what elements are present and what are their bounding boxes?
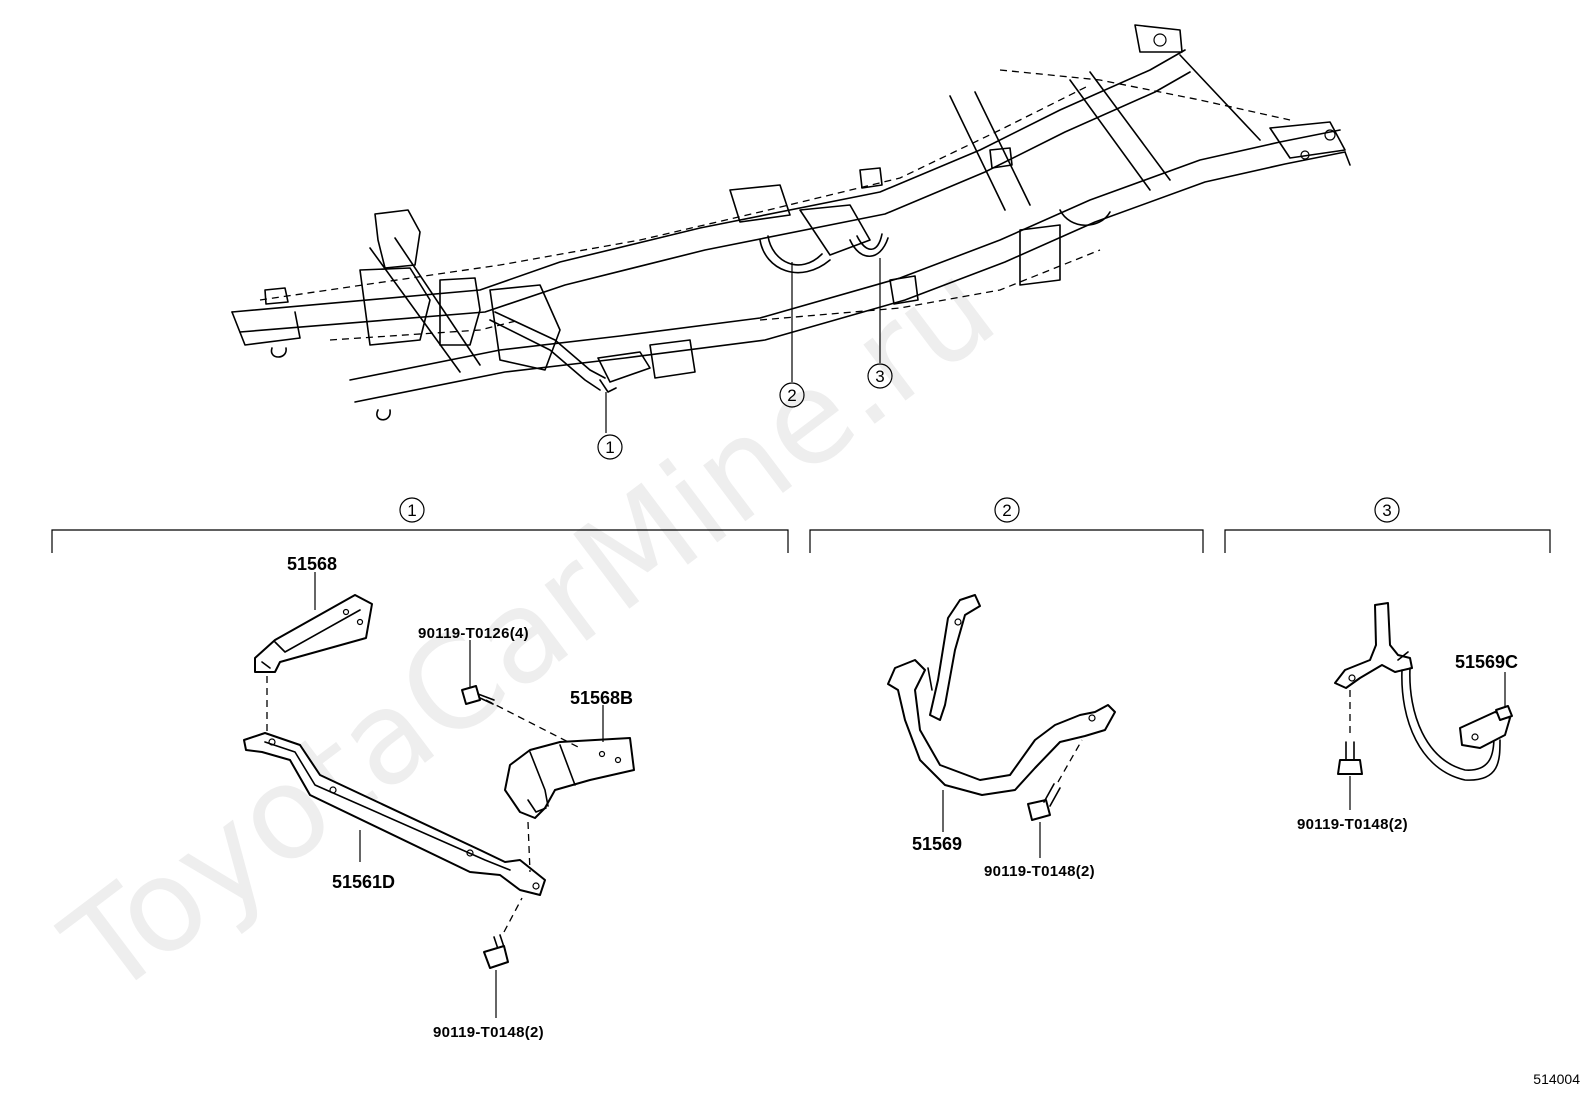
part-51561D-drawing	[243, 732, 546, 896]
bolt-t0148-g1-drawing	[483, 897, 523, 969]
watermark-text: ToyotaCarMine.ru	[38, 233, 1021, 1026]
part-51568B-drawing	[504, 737, 635, 819]
callout-circle-2	[779, 382, 805, 408]
callout-2: 2	[787, 386, 796, 405]
callout-3: 3	[875, 367, 884, 386]
label-51569: 51569	[912, 834, 962, 854]
part-51568-drawing	[254, 594, 373, 673]
diagram-code: 514004	[1533, 1071, 1580, 1087]
bolt-t0126-drawing	[461, 685, 495, 705]
group-circle-1	[399, 497, 425, 523]
watermark: ToyotaCarMine.ru	[38, 233, 1021, 1026]
part-51569C-drawing	[1334, 602, 1513, 781]
bolt-t0148-g2-drawing	[1027, 739, 1083, 821]
label-51568B: 51568B	[570, 688, 633, 708]
label-90119-T0148-group2: 90119-T0148(2)	[984, 863, 1095, 880]
label-51561D: 51561D	[332, 872, 395, 892]
group-circle-3	[1374, 497, 1400, 523]
chassis-callouts: 1 2 3	[597, 258, 893, 460]
group-3-parts: 51569C 90119-T0148(2)	[1297, 602, 1518, 833]
label-51569C: 51569C	[1455, 652, 1518, 672]
label-90119-T0148-group1: 90119-T0148(2)	[433, 1024, 544, 1041]
group-label-1: 1	[407, 501, 416, 520]
group-circle-2	[994, 497, 1020, 523]
label-90119-T0126: 90119-T0126(4)	[418, 625, 529, 642]
part-51569-drawing	[887, 594, 1116, 796]
label-51568: 51568	[287, 554, 337, 574]
callout-circle-3	[867, 363, 893, 389]
callout-circle-1	[597, 434, 623, 460]
group-1-parts: 51568 51561D 51568B	[243, 554, 635, 1041]
group-brackets: 1 2 3	[51, 497, 1551, 553]
group-label-3: 3	[1382, 501, 1391, 520]
label-90119-T0148-group3: 90119-T0148(2)	[1297, 816, 1408, 833]
group-label-2: 2	[1002, 501, 1011, 520]
bolt-t0148-g3-drawing	[1337, 690, 1363, 775]
chassis-frame-illustration	[231, 24, 1351, 421]
callout-1: 1	[605, 438, 614, 457]
group-2-parts: 51569 90119-T0148(2)	[887, 594, 1116, 880]
